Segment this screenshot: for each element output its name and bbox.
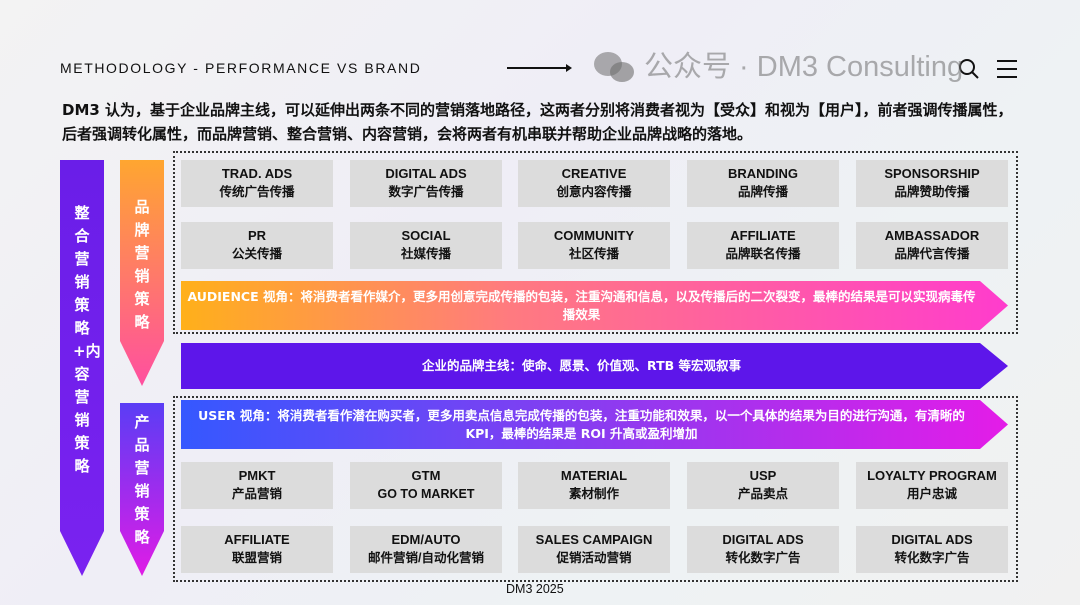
tile-cn: 创意内容传播 [556,185,632,199]
wechat-icon [594,52,634,82]
brand-tile: TRAD. ADS 传统广告传播 [181,160,333,207]
tile-en: EDM/AUTO [391,532,461,547]
product-tile: DIGITAL ADS 转化数字广告 [687,526,839,573]
tile-cn: 品牌赞助传播 [894,185,970,199]
brand-tile: PR 公关传播 [181,222,333,269]
brand-tile: DIGITAL ADS 数字广告传播 [350,160,502,207]
tile-en: MATERIAL [560,468,628,483]
audience-text: AUDIENCE 视角：将消费者看作媒介，更多用创意完成传播的包装，注重沟通和信… [187,288,976,322]
watermark-text: 公众号 · DM3 Consulting [644,51,964,83]
product-tile: EDM/AUTO 邮件营销/自动化营销 [350,526,502,573]
product-tile: PMKT 产品营销 [181,462,333,509]
tile-cn: 联盟营销 [231,551,282,565]
tile-en: PR [247,228,267,243]
tile-cn: 传统广告传播 [219,185,295,199]
tile-cn: 产品卖点 [737,487,788,501]
brand-strategy-label: 品牌营销策略 [134,198,150,331]
product-strategy-arrow: 产品营销策略 [120,403,164,576]
tile-en: PMKT [238,468,276,483]
page-title: METHODOLOGY - PERFORMANCE VS BRAND [60,60,422,76]
brand-tile: AFFILIATE 品牌联名传播 [687,222,839,269]
menu-icon[interactable] [997,60,1017,78]
tile-en: DIGITAL ADS [891,532,973,547]
product-tile: LOYALTY PROGRAM 用户忠诚 [856,462,1008,509]
tile-en: AFFILIATE [224,532,290,547]
tile-en: SOCIAL [401,228,451,243]
brand-mainline-arrow: 企业的品牌主线：使命、愿景、价值观、RTB 等宏观叙事 [181,343,1008,389]
tile-cn: GO TO MARKET [377,487,475,501]
footer: DM3 2025 [506,582,564,596]
product-box [173,396,1018,582]
tile-cn: 邮件营销/自动化营销 [368,551,484,565]
brand-tile: SOCIAL 社媒传播 [350,222,502,269]
brand-tile: BRANDING 品牌传播 [687,160,839,207]
tile-en: AMBASSADOR [884,228,980,243]
product-strategy-label: 产品营销策略 [134,413,150,546]
brand-box [173,151,1018,334]
tile-cn: 品牌代言传播 [894,247,970,261]
product-tile: SALES CAMPAIGN 促销活动营销 [518,526,670,573]
tile-en: CREATIVE [561,166,627,181]
tile-en: SALES CAMPAIGN [535,532,653,547]
tile-cn: 转化数字广告 [725,551,801,565]
tile-en: TRAD. ADS [221,166,293,181]
tile-cn: 产品营销 [231,487,282,501]
tile-en: DIGITAL ADS [385,166,467,181]
user-text: USER 视角：将消费者看作潜在购买者，更多用卖点信息完成传播的包装，注重功能和… [198,407,965,441]
integrated-strategy-arrow: 整合营销策略+内容营销策略 [60,160,104,576]
tile-cn: 转化数字广告 [894,551,970,565]
tile-en: AFFILIATE [730,228,796,243]
tile-en: COMMUNITY [553,228,635,243]
tile-cn: 数字广告传播 [388,185,464,199]
audience-arrow: AUDIENCE 视角：将消费者看作媒介，更多用创意完成传播的包装，注重沟通和信… [181,281,1008,330]
product-tile: GTM GO TO MARKET [350,462,502,509]
brand-strategy-arrow: 品牌营销策略 [120,160,164,386]
integrated-strategy-label: 整合营销策略+内容营销策略 [73,204,101,475]
tile-en: SPONSORSHIP [884,166,980,181]
product-tile: DIGITAL ADS 转化数字广告 [856,526,1008,573]
tile-cn: 素材制作 [568,487,619,501]
tile-cn: 品牌传播 [737,185,788,199]
product-tile: USP 产品卖点 [687,462,839,509]
tile-cn: 用户忠诚 [906,487,957,501]
brand-mainline-text: 企业的品牌主线：使命、愿景、价值观、RTB 等宏观叙事 [422,358,741,373]
tile-en: USP [749,468,777,483]
brand-tile: COMMUNITY 社区传播 [518,222,670,269]
arrow-right-icon [507,64,572,72]
tile-en: BRANDING [727,166,799,181]
tile-en: DIGITAL ADS [722,532,804,547]
tile-en: GTM [411,468,441,483]
tile-cn: 促销活动营销 [556,551,632,565]
tile-cn: 公关传播 [231,247,282,261]
search-icon[interactable] [958,58,980,80]
intro-text: DM3 认为，基于企业品牌主线，可以延伸出两条不同的营销落地路径，这两者分别将消… [62,101,1013,143]
tile-cn: 品牌联名传播 [725,247,801,261]
tile-cn: 社区传播 [568,247,619,261]
tile-en: LOYALTY PROGRAM [867,468,997,483]
brand-tile: CREATIVE 创意内容传播 [518,160,670,207]
watermark: 公众号 · DM3 Consulting [592,50,963,84]
brand-tile: SPONSORSHIP 品牌赞助传播 [856,160,1008,207]
user-arrow: USER 视角：将消费者看作潜在购买者，更多用卖点信息完成传播的包装，注重功能和… [181,400,1008,449]
tile-cn: 社媒传播 [400,247,451,261]
product-tile: AFFILIATE 联盟营销 [181,526,333,573]
product-tile: MATERIAL 素材制作 [518,462,670,509]
brand-tile: AMBASSADOR 品牌代言传播 [856,222,1008,269]
